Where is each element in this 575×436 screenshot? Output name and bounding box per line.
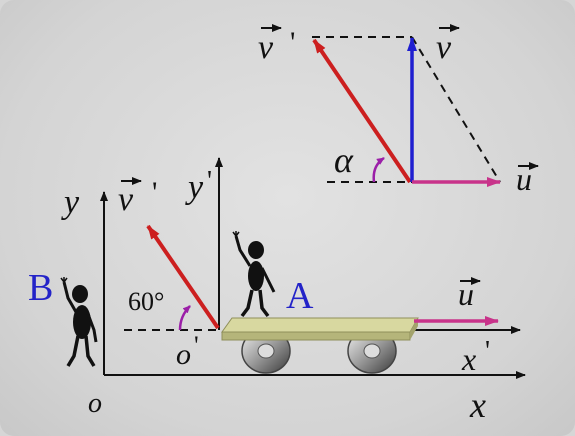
label-y-prime: y ' bbox=[185, 166, 212, 206]
cart bbox=[221, 317, 419, 374]
scene-v-prime: v ' 60° bbox=[118, 176, 220, 331]
label-alpha: α bbox=[334, 140, 354, 180]
stick-figure-icon bbox=[60, 277, 98, 367]
cart-top bbox=[221, 317, 419, 333]
label-observer-b: B bbox=[28, 267, 53, 309]
dashed-diagonal-line bbox=[411, 36, 501, 183]
cart-side bbox=[221, 331, 411, 341]
label-u-top: u bbox=[516, 161, 539, 197]
label-scene-v-prime: v ' bbox=[118, 176, 157, 218]
scene-v-prime-vector bbox=[146, 224, 220, 330]
svg-text:': ' bbox=[485, 336, 490, 367]
svg-text:x: x bbox=[461, 341, 476, 377]
svg-text:u: u bbox=[458, 276, 474, 312]
svg-text:v: v bbox=[258, 29, 274, 66]
svg-text:u: u bbox=[516, 161, 532, 197]
svg-text:': ' bbox=[194, 331, 199, 360]
label-y: y bbox=[61, 184, 80, 221]
svg-text:v: v bbox=[118, 181, 134, 218]
svg-text:o: o bbox=[176, 338, 191, 371]
sixty-degree-arc bbox=[178, 305, 191, 331]
svg-text:': ' bbox=[290, 26, 295, 59]
svg-text:v: v bbox=[436, 29, 452, 66]
vector-addition-diagram: v ' v u α bbox=[258, 24, 539, 197]
svg-text:': ' bbox=[207, 166, 212, 197]
label-x-prime: x ' bbox=[461, 336, 490, 377]
ground-axes: y o x bbox=[61, 184, 526, 425]
scene-u: u bbox=[414, 276, 499, 326]
moving-frame-axes: y ' o ' x ' bbox=[124, 157, 521, 377]
label-v-top: v bbox=[436, 24, 460, 66]
label-v-prime-top: v ' bbox=[258, 24, 295, 66]
svg-text:y: y bbox=[185, 169, 204, 206]
alpha-arc bbox=[372, 156, 385, 183]
stick-figure-icon bbox=[232, 231, 276, 318]
v-prime-vector bbox=[312, 38, 412, 184]
svg-text:': ' bbox=[152, 176, 157, 209]
label-sixty-degrees: 60° bbox=[128, 287, 164, 316]
cart-edge bbox=[410, 318, 418, 340]
label-o-prime: o ' bbox=[176, 331, 199, 371]
label-x: x bbox=[469, 385, 486, 425]
label-observer-a: A bbox=[286, 275, 314, 317]
label-scene-u: u bbox=[458, 276, 481, 312]
label-origin-o: o bbox=[88, 388, 102, 419]
